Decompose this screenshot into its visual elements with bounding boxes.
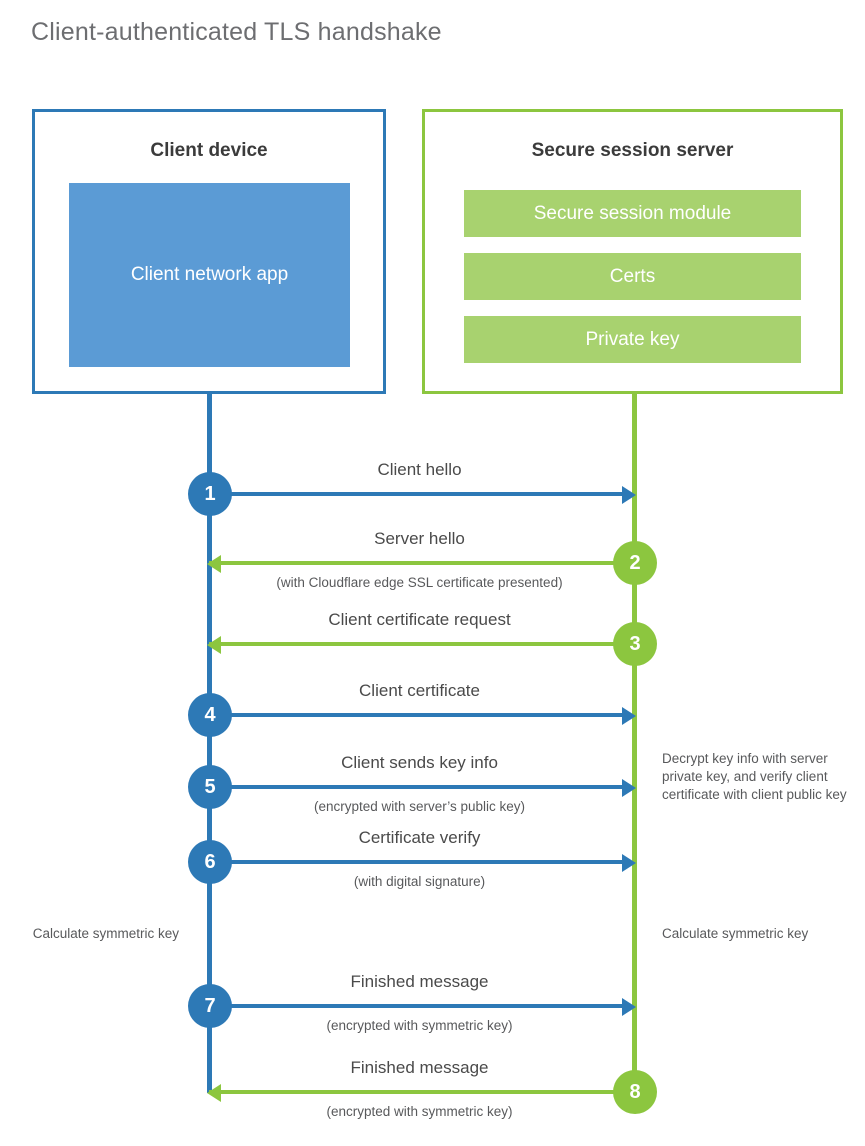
message-sublabel-8: (encrypted with symmetric key) (326, 1104, 513, 1119)
message-label-4: Client certificate (359, 681, 480, 700)
message-label-6: Certificate verify (358, 828, 481, 847)
message-sublabel-6: (with digital signature) (353, 874, 486, 889)
page-title: Client-authenticated TLS handshake (31, 18, 442, 46)
arrow-head-1 (622, 486, 636, 504)
step-badge-2: 2 (613, 541, 657, 585)
message-label-1: Client hello (377, 460, 462, 479)
message-sublabel-5: (encrypted with server’s public key) (313, 799, 526, 814)
note-client-calculate-symmetric-key: Calculate symmetric key (32, 926, 179, 941)
server-lifeline (632, 394, 637, 1093)
step-badge-8: 8 (613, 1070, 657, 1114)
server-module-secure-session-module: Secure session module (464, 190, 801, 237)
note-server-decrypt: Decrypt key info with server private key… (662, 751, 847, 803)
arrow-head-6 (622, 854, 636, 872)
arrow-shaft-5 (209, 785, 630, 789)
arrow-shaft-1 (209, 492, 630, 496)
arrow-head-4 (622, 707, 636, 725)
step-badge-6: 6 (188, 840, 232, 884)
arrow-shaft-7 (209, 1004, 630, 1008)
message-label-3: Client certificate request (328, 610, 511, 629)
arrow-head-8 (207, 1084, 221, 1102)
client-network-app-block: Client network app (69, 183, 350, 367)
server-module-certs: Certs (464, 253, 801, 300)
arrow-shaft-8 (209, 1090, 630, 1094)
step-badge-1: 1 (188, 472, 232, 516)
secure-session-server-box: Secure session server Secure session mod… (422, 109, 843, 394)
client-lifeline (207, 394, 212, 1093)
message-sublabel-2: (with Cloudflare edge SSL certificate pr… (276, 575, 563, 590)
arrow-head-3 (207, 636, 221, 654)
step-badge-5: 5 (188, 765, 232, 809)
server-module-private-key: Private key (464, 316, 801, 363)
step-badge-3: 3 (613, 622, 657, 666)
client-device-box: Client device Client network app (32, 109, 386, 394)
step-badge-7: 7 (188, 984, 232, 1028)
secure-session-server-title: Secure session server (531, 140, 734, 161)
arrow-shaft-4 (209, 713, 630, 717)
arrow-head-5 (622, 779, 636, 797)
client-device-title: Client device (150, 140, 268, 161)
arrow-shaft-2 (209, 561, 630, 565)
message-label-5: Client sends key info (341, 753, 498, 772)
note-server-calculate-symmetric-key: Calculate symmetric key (662, 926, 809, 941)
arrow-shaft-6 (209, 860, 630, 864)
step-badge-4: 4 (188, 693, 232, 737)
arrow-head-2 (207, 555, 221, 573)
arrow-head-7 (622, 998, 636, 1016)
message-sublabel-7: (encrypted with symmetric key) (326, 1018, 513, 1033)
message-label-7: Finished message (350, 972, 489, 991)
message-label-8: Finished message (350, 1058, 489, 1077)
arrow-shaft-3 (209, 642, 630, 646)
message-label-2: Server hello (374, 529, 465, 548)
